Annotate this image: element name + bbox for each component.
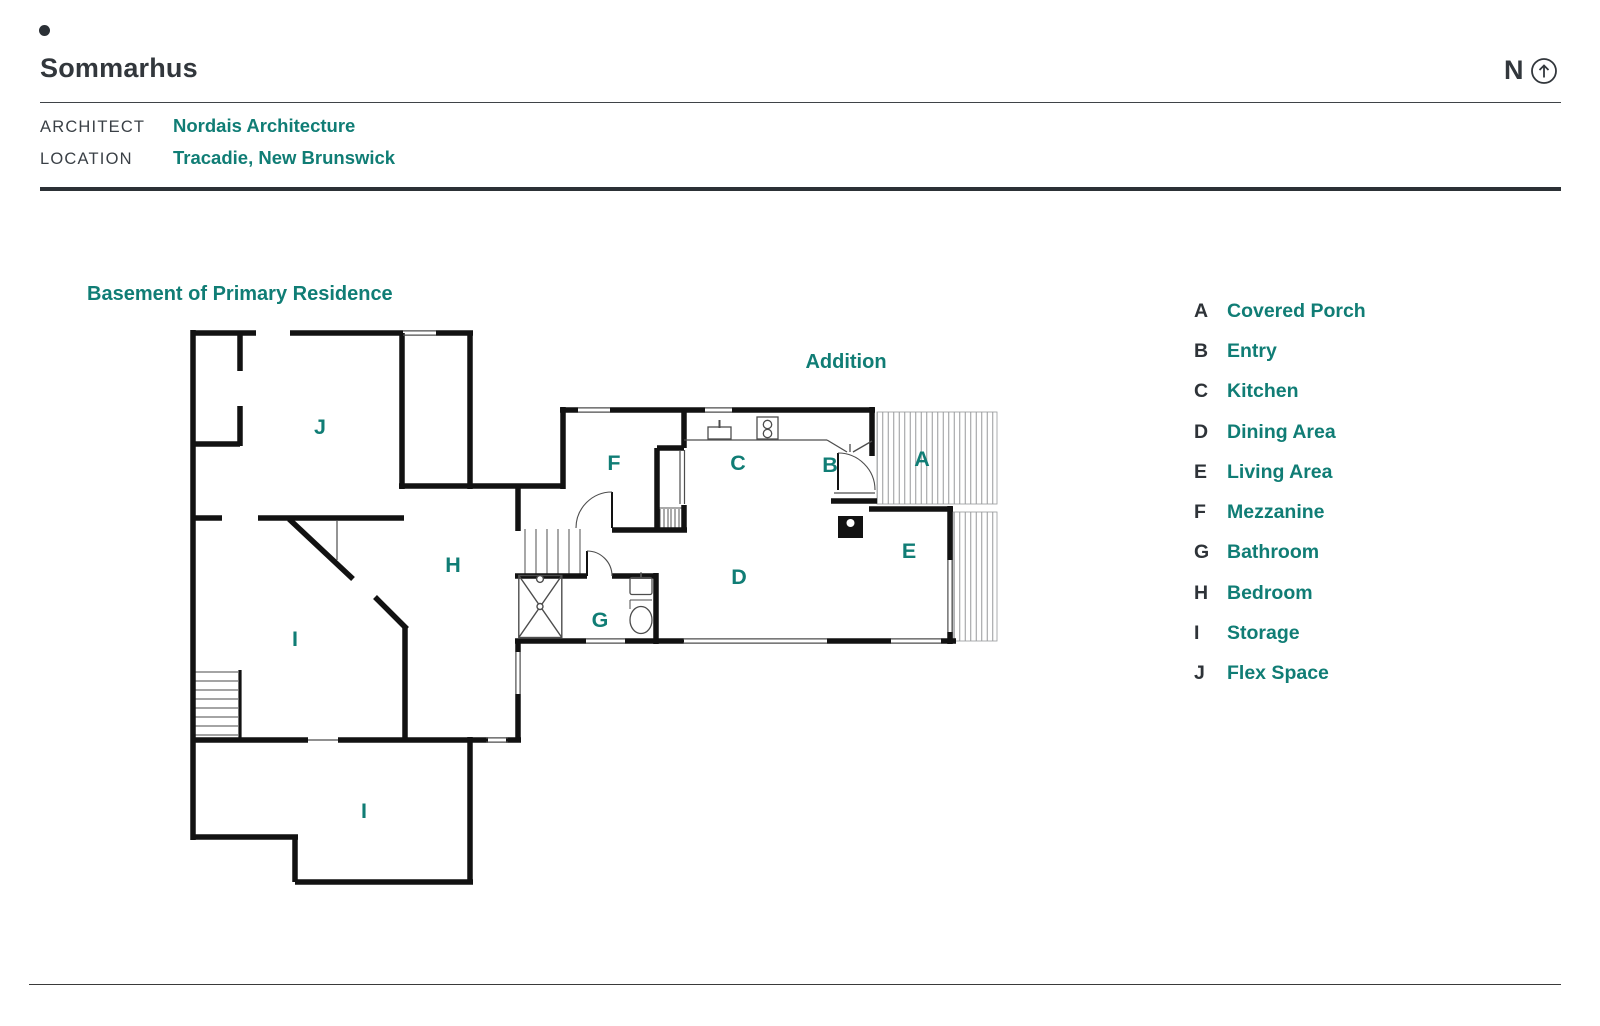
room-legend: A Covered Porch B Entry C Kitchen D Dini…: [1194, 291, 1366, 694]
porch-deck-hatch: [876, 411, 998, 642]
room-label-i-lower: I: [361, 799, 367, 823]
legend-letter: H: [1194, 581, 1209, 604]
room-label-j: J: [314, 415, 326, 439]
kitchen-counter: [684, 439, 873, 453]
stove-icon: [756, 416, 779, 440]
room-label-f: F: [607, 451, 620, 475]
legend-letter: F: [1194, 501, 1206, 524]
hall-stairs: [524, 529, 581, 574]
legend-row: E Living Area: [1194, 452, 1366, 492]
basement-title: Basement of Primary Residence: [87, 283, 393, 305]
legend-row: I Storage: [1194, 613, 1366, 653]
brand-dot-icon: [39, 25, 50, 36]
kitchen-sink-icon: [707, 420, 732, 440]
room-label-g: G: [592, 608, 609, 632]
legend-letter: I: [1194, 622, 1200, 645]
north-indicator: N: [1504, 55, 1558, 86]
legend-row: C Kitchen: [1194, 372, 1366, 412]
mezzanine-stairs: [658, 507, 684, 529]
basement-left-stairs: [193, 670, 242, 738]
north-arrow-icon: [1530, 57, 1557, 84]
walls: [190, 330, 956, 885]
room-label-c: C: [730, 451, 746, 475]
legend-label: Flex Space: [1227, 662, 1329, 685]
legend-label: Storage: [1227, 622, 1300, 645]
room-label-e: E: [902, 539, 916, 563]
door-leaves: [586, 453, 839, 576]
legend-label: Dining Area: [1227, 420, 1336, 443]
page-title: Sommarhus: [40, 53, 198, 83]
room-label-a: A: [914, 447, 930, 471]
room-label-b: B: [822, 453, 838, 477]
architect-value: Nordais Architecture: [173, 115, 356, 136]
header-divider-thick: [40, 187, 1561, 191]
north-letter: N: [1504, 55, 1524, 85]
legend-label: Entry: [1227, 339, 1277, 362]
door-arcs: [575, 452, 876, 577]
legend-label: Mezzanine: [1227, 501, 1325, 524]
room-label-h: H: [445, 553, 461, 577]
room-label-i: I: [292, 627, 298, 651]
room-labels: J F C B A H E I G D I: [292, 415, 930, 823]
legend-label: Living Area: [1227, 460, 1333, 483]
room-label-d: D: [731, 565, 747, 589]
header-divider-thin: [40, 102, 1561, 103]
legend-letter: A: [1194, 299, 1209, 322]
legend-letter: G: [1194, 541, 1210, 564]
legend-row: B Entry: [1194, 331, 1366, 371]
legend-label: Bathroom: [1227, 541, 1320, 564]
project-meta: ARCHITECT Nordais Architecture LOCATION …: [40, 115, 395, 179]
legend-row: D Dining Area: [1194, 412, 1366, 452]
legend-row: H Bedroom: [1194, 573, 1366, 613]
legend-letter: D: [1194, 420, 1209, 443]
architect-row: ARCHITECT Nordais Architecture: [40, 115, 395, 147]
legend-letter: B: [1194, 339, 1209, 362]
legend-row: A Covered Porch: [1194, 291, 1366, 331]
legend-label: Kitchen: [1227, 380, 1299, 403]
bathroom-sink-icon: [629, 572, 653, 609]
legend-row: J Flex Space: [1194, 654, 1366, 694]
architect-label: ARCHITECT: [40, 118, 146, 136]
legend-label: Bedroom: [1227, 581, 1313, 604]
doors: [575, 452, 876, 577]
legend-label: Covered Porch: [1227, 299, 1366, 322]
wood-stove-icon: [838, 516, 863, 538]
addition-title: Addition: [805, 351, 886, 373]
location-value: Tracadie, New Brunswick: [173, 147, 396, 168]
legend-row: F Mezzanine: [1194, 492, 1366, 532]
legend-letter: C: [1194, 380, 1209, 403]
toilet-icon: [629, 605, 653, 635]
legend-row: G Bathroom: [1194, 533, 1366, 573]
location-row: LOCATION Tracadie, New Brunswick: [40, 147, 395, 179]
shower-icon: [518, 574, 563, 639]
windows: [308, 330, 953, 743]
location-label: LOCATION: [40, 150, 133, 168]
legend-letter: J: [1194, 662, 1205, 685]
footer-divider: [29, 984, 1561, 985]
legend-letter: E: [1194, 460, 1208, 483]
